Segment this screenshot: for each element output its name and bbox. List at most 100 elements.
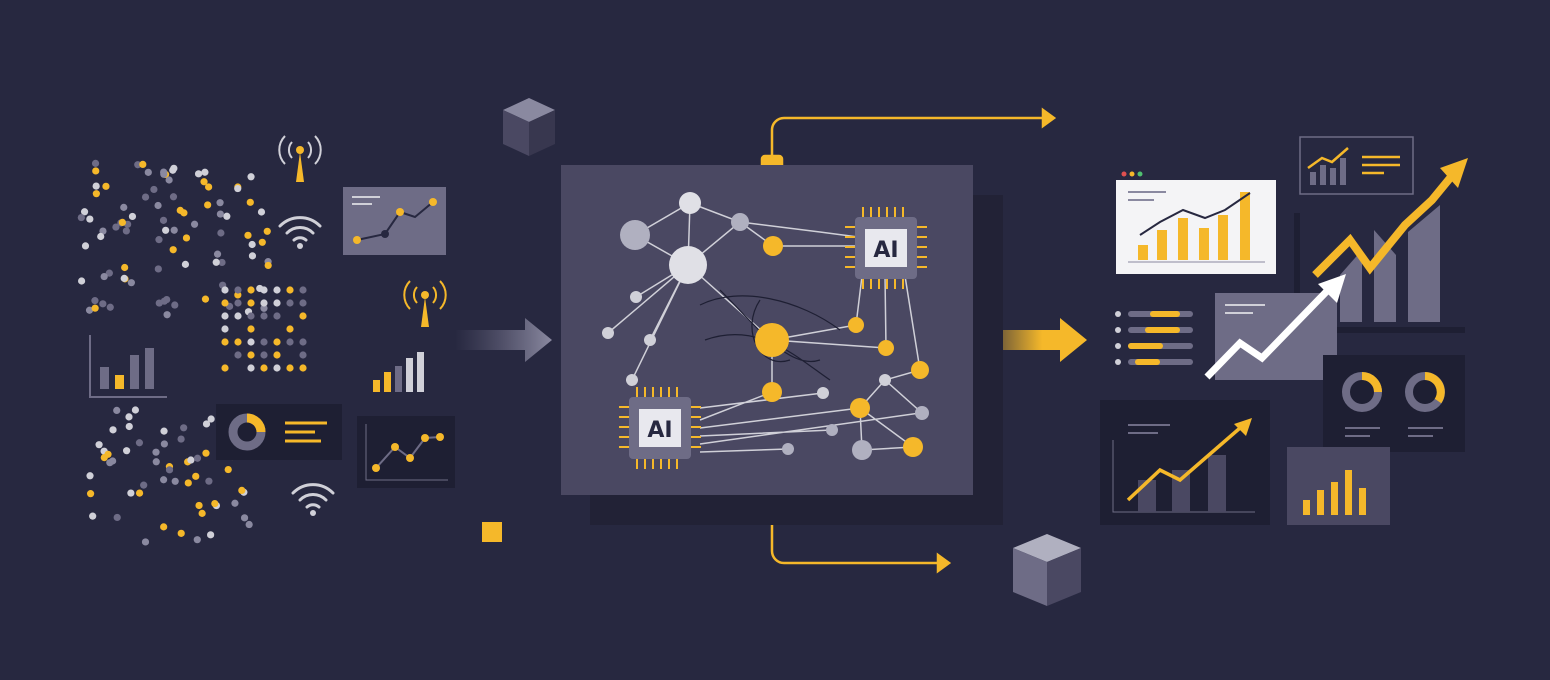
data-dot: [113, 406, 121, 415]
data-dot: [92, 167, 100, 175]
data-dot: [154, 265, 162, 273]
donut-chart-card: [216, 404, 342, 460]
data-dot: [135, 439, 144, 447]
data-dot: [121, 263, 129, 272]
data-dot: [286, 286, 294, 294]
data-dot: [223, 212, 231, 220]
data-dot: [221, 364, 229, 372]
dark-trend-chart-card: [1100, 400, 1270, 525]
data-dot: [91, 304, 99, 312]
data-dot: [118, 218, 127, 227]
growth-arrow-card: [1204, 274, 1346, 380]
data-dot: [216, 210, 224, 218]
data-dot: [200, 178, 208, 186]
data-dot: [247, 312, 255, 320]
ai-chip-top: AI: [845, 207, 927, 289]
data-dot: [127, 489, 135, 497]
data-dot: [221, 299, 229, 307]
data-dot: [286, 325, 294, 333]
data-dot: [100, 272, 108, 281]
data-dot: [221, 338, 229, 346]
data-dot: [125, 413, 133, 421]
data-dot: [299, 364, 307, 372]
data-dot: [205, 183, 213, 191]
data-dot: [218, 258, 226, 267]
bar-chart-icon: [89, 335, 167, 398]
data-dot: [86, 215, 94, 223]
data-dot: [299, 286, 307, 294]
data-dot: [169, 193, 178, 201]
chip-label: AI: [873, 238, 898, 263]
data-dot: [171, 301, 179, 309]
data-dot: [105, 269, 113, 277]
data-dot: [194, 170, 203, 178]
data-dot: [286, 338, 294, 346]
data-dot: [244, 231, 252, 239]
data-dot: [263, 227, 271, 235]
data-dot: [205, 477, 213, 485]
data-dot: [141, 538, 150, 546]
data-dot: [160, 476, 168, 484]
data-dot: [122, 227, 130, 235]
data-dot: [180, 424, 188, 432]
data-dot: [246, 198, 254, 206]
data-dot: [152, 448, 160, 456]
ai-chip-bottom: AI: [619, 387, 701, 469]
data-dot: [273, 338, 281, 346]
data-dot: [202, 449, 210, 457]
data-dot: [201, 168, 209, 176]
data-dot: [247, 325, 255, 333]
data-dot: [248, 240, 256, 249]
cube-icon: [503, 98, 555, 156]
data-dot: [170, 226, 178, 234]
data-dot: [213, 250, 222, 258]
data-dot: [128, 212, 137, 221]
data-dot: [207, 531, 215, 539]
data-dot: [195, 501, 203, 510]
data-dot: [86, 472, 94, 480]
data-dot: [120, 274, 128, 282]
trend-card-small: [1299, 136, 1414, 195]
data-dot: [135, 489, 144, 497]
data-dot: [131, 406, 140, 414]
data-dot: [260, 304, 268, 312]
data-dot: [184, 479, 192, 487]
data-dot: [159, 216, 168, 224]
data-dot: [221, 312, 229, 320]
data-dot: [109, 426, 117, 434]
data-dot: [260, 312, 268, 320]
wifi-icon: [278, 216, 322, 249]
yellow-square: [482, 522, 502, 542]
data-dot: [221, 325, 229, 333]
data-dot: [81, 242, 90, 250]
data-dot: [224, 465, 232, 474]
data-dot: [216, 199, 224, 207]
antenna-icon: [278, 135, 322, 182]
data-dot: [286, 364, 294, 372]
data-dot: [234, 184, 242, 193]
chip-label: AI: [647, 418, 672, 443]
raw-data-dots: [77, 159, 307, 546]
data-dot: [231, 499, 239, 507]
data-dot: [192, 472, 200, 480]
data-dot: [211, 499, 219, 508]
dashboard-window-card: [1116, 167, 1276, 274]
data-dot: [92, 182, 100, 190]
data-dot: [260, 286, 268, 294]
data-dot: [247, 351, 255, 359]
data-dot: [97, 232, 105, 241]
data-dot: [217, 229, 225, 237]
data-dot: [260, 338, 268, 346]
input-arrow: [455, 318, 552, 362]
data-dot: [165, 176, 173, 184]
data-dot: [160, 168, 168, 176]
data-dot: [86, 490, 95, 498]
data-dot: [92, 190, 100, 198]
data-dot: [160, 523, 168, 531]
data-dot: [247, 286, 255, 294]
data-dot: [102, 182, 110, 190]
data-dot: [89, 512, 97, 520]
data-dot: [127, 279, 135, 287]
data-dot: [91, 297, 99, 305]
data-dot: [163, 311, 171, 319]
